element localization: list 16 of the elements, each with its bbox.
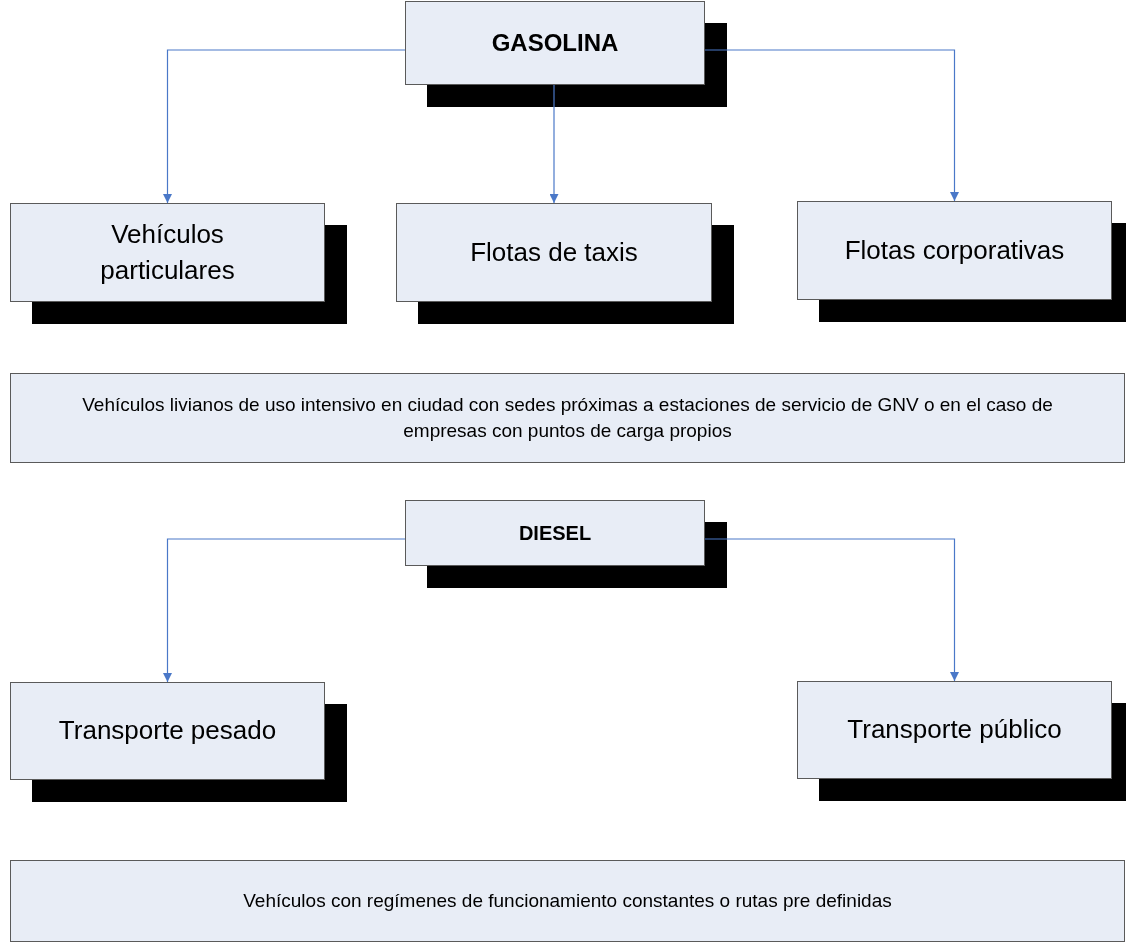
box-label: Transporte público	[847, 713, 1062, 747]
arrow	[704, 49, 959, 202]
box-label: Flotas corporativas	[844, 233, 1065, 267]
box-label: GASOLINA	[491, 27, 619, 58]
arrow	[163, 49, 406, 204]
note-box	[10, 860, 1125, 942]
box-label: Transporte pesado	[58, 714, 277, 748]
arrow	[163, 538, 406, 683]
box-label: Vehículos con regímenes de funcionamiento constantes o rutas pre definidas	[243, 889, 892, 914]
arrow	[704, 538, 959, 682]
box-label: Vehículos livianos de uso intensivo en ciudad con sedes próximas a estaciones de servicio de GNV o en el caso de empresas con puntos de carga propios	[81, 393, 1054, 443]
box-label: Vehículos particulares	[99, 218, 236, 287]
note-box	[10, 373, 1125, 463]
box-label: Flotas de taxis	[470, 235, 638, 269]
box-label: DIESEL	[518, 520, 592, 546]
arrow	[549, 84, 559, 204]
